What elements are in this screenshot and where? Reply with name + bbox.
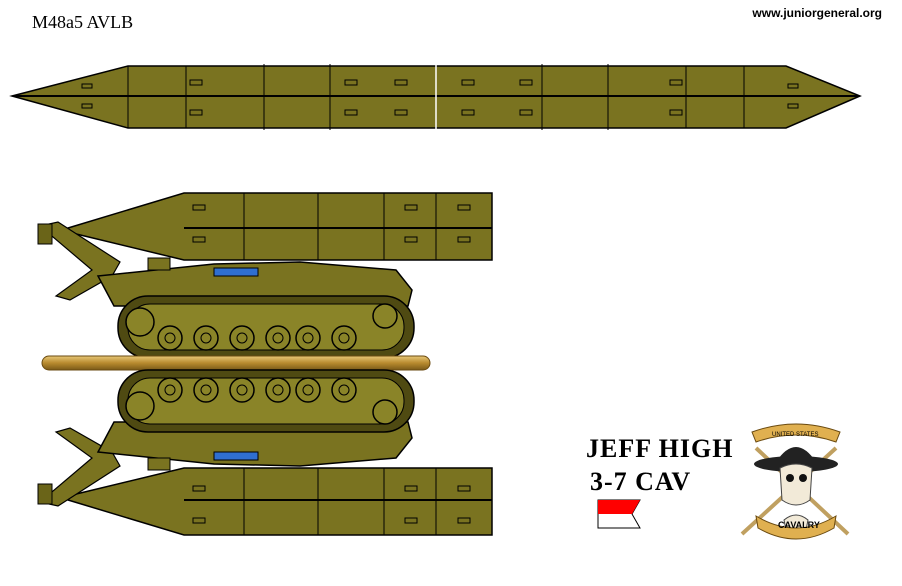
- vehicle-side-view-lower: [37, 369, 493, 536]
- vehicle-side-view-upper: [37, 192, 493, 359]
- cavalry-skull-emblem: UNITED STATES CAVALRY: [740, 423, 850, 540]
- author-name: JEFF HIGH: [586, 434, 734, 463]
- website-link[interactable]: www.juniorgeneral.org: [752, 6, 882, 20]
- cavalry-guidon-flag: [597, 499, 641, 529]
- launch-beam-rod: [41, 355, 431, 371]
- unit-designation: 3-7 CAV: [590, 467, 692, 496]
- bridge-top-view: [9, 62, 862, 132]
- emblem-bottom-text: CAVALRY: [778, 520, 820, 530]
- page-title: M48a5 AVLB: [32, 12, 134, 32]
- emblem-top-text: UNITED STATES: [772, 432, 818, 438]
